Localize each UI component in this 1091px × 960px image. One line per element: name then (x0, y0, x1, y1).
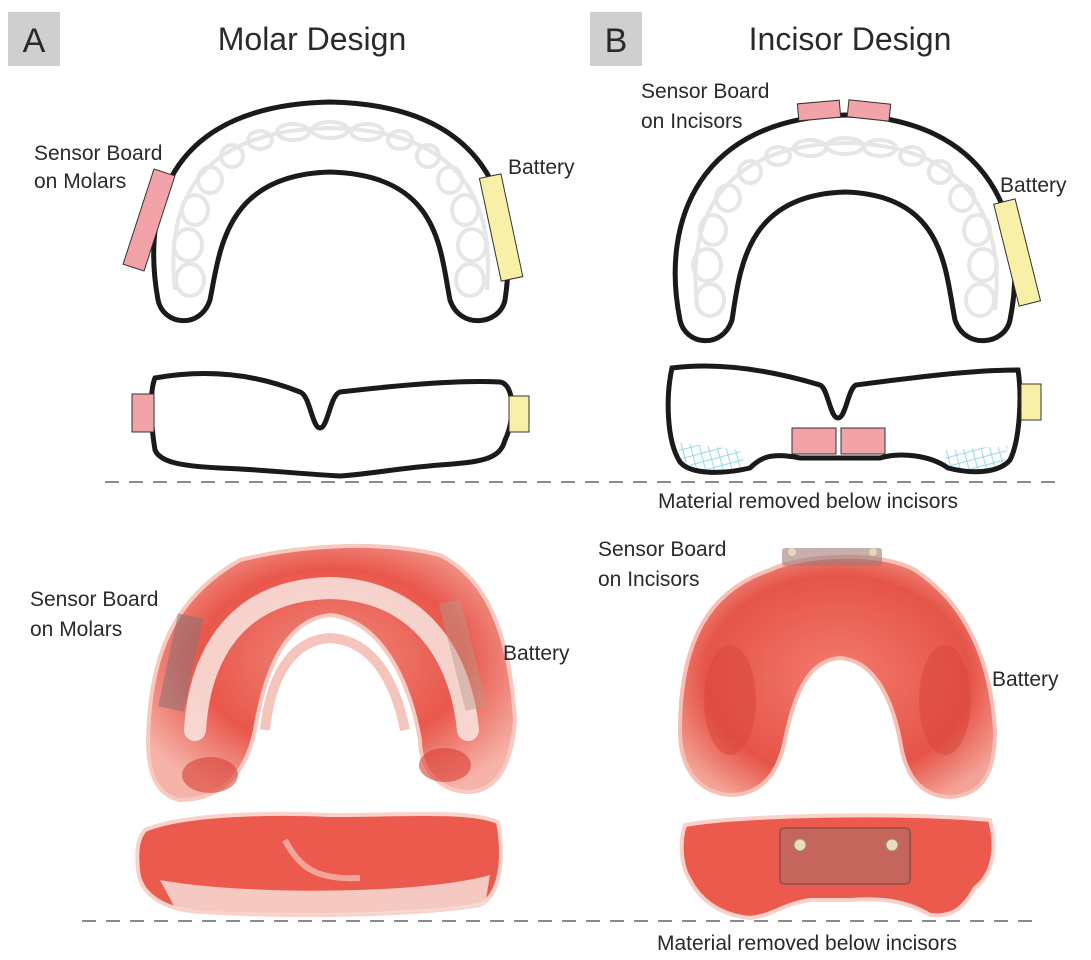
panel-a-battery-label: Battery (508, 156, 575, 179)
panel-b-photo-side-screw-right (886, 839, 898, 851)
panel-a-letter: A (23, 22, 46, 60)
panel-b-title: Incisor Design (749, 21, 952, 57)
panel-a-photo-left-end (182, 757, 238, 793)
panel-b-photo-right-molars (919, 645, 971, 755)
panel-b-side-diagram (668, 366, 1041, 472)
panel-b-photo-sensor-screw-left (788, 548, 796, 556)
panel-a-side-outline (151, 374, 512, 476)
panel-b-photo-side (682, 815, 994, 918)
panel-a-photo-battery-label: Battery (503, 642, 570, 665)
panel-b-photo-sensor (782, 548, 882, 566)
panel-a-photo-side (137, 814, 501, 915)
panel-a-sensor-label-line1: Sensor Board (34, 142, 162, 165)
panel-b-side-sensor-right (841, 428, 885, 454)
panel-a-photo-sensor-label-line2: on Molars (30, 618, 122, 641)
panel-b-header: B Incisor Design (590, 12, 951, 66)
panel-b-sensor-board-left (797, 100, 840, 121)
panel-a-side-diagram (132, 374, 529, 476)
panel-b-removed-label: Material removed below incisors (658, 490, 958, 513)
panel-a-side-battery (509, 396, 529, 432)
panel-b-side-sensor-left (792, 428, 836, 454)
panel-b-battery-label: Battery (1000, 174, 1067, 197)
panel-a-header: A Molar Design (8, 12, 406, 66)
panel-a-photo-sensor-label-line1: Sensor Board (30, 588, 158, 611)
panel-b-side-battery (1021, 384, 1041, 420)
panel-a-photo-top (148, 546, 515, 800)
panel-b-photo-top (680, 548, 995, 797)
panel-b-letter: B (605, 22, 628, 60)
panel-a-photo-top-inner (265, 638, 405, 730)
panel-b-sensor-label-line1: Sensor Board (641, 80, 769, 103)
panel-a-title: Molar Design (218, 21, 407, 57)
panel-a-arch-diagram (123, 102, 523, 321)
panel-a-sensor-label-line2: on Molars (34, 170, 126, 193)
panel-a-side-sensor (132, 394, 154, 432)
panel-b-photo-sensor-label-line1: Sensor Board (598, 538, 726, 561)
panel-b-sensor-label-line2: on Incisors (641, 110, 743, 133)
panel-b-photo-side-sensor (780, 828, 910, 884)
panel-b-photo-battery-label: Battery (992, 668, 1059, 691)
panel-a-photo-right-end (419, 748, 471, 782)
panel-b-arch-diagram (675, 100, 1040, 341)
panel-b-photo-sensor-label-line2: on Incisors (598, 568, 700, 591)
panel-b-photo-sensor-screw-right (869, 548, 877, 556)
panel-b-photo-removed-label: Material removed below incisors (657, 932, 957, 955)
panel-b-photo-side-screw-left (794, 839, 806, 851)
panel-b-photo-left-molars (704, 645, 756, 755)
